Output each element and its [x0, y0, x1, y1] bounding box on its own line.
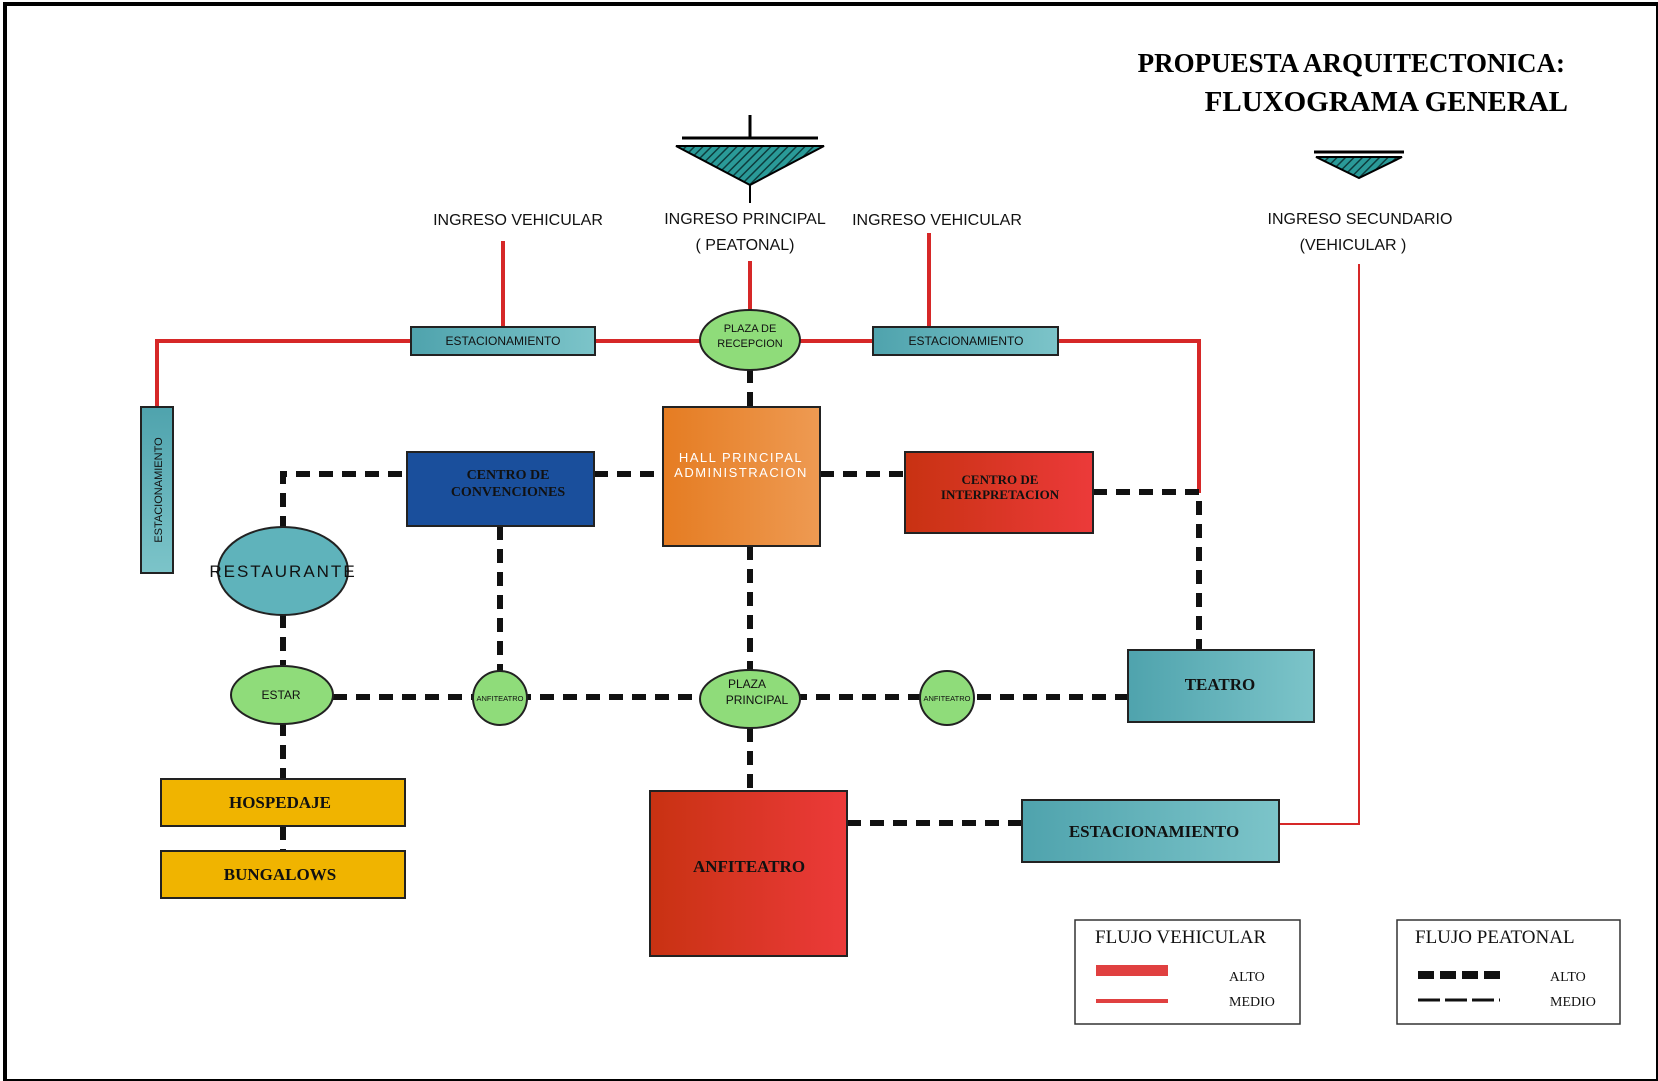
ingreso-secundario-sub-label: (VEHICULAR ): [1300, 237, 1407, 254]
title-line-2: FLUXOGRAMA GENERAL: [1205, 86, 1568, 118]
title-line-1: PROPUESTA ARQUITECTONICA:: [1138, 48, 1565, 78]
anfiteatro-big-label: ANFITEATRO: [693, 857, 805, 876]
plaza-principal-label-2: PRINCIPAL: [726, 693, 789, 707]
hospedaje-node[interactable]: HOSPEDAJE: [160, 778, 406, 827]
hall-label-2: ADMINISTRACION: [674, 465, 808, 480]
anfiteatro-big-node[interactable]: ANFITEATRO: [649, 790, 848, 957]
hospedaje-label: HOSPEDAJE: [229, 793, 331, 812]
legend-peatonal-medio-label: MEDIO: [1550, 995, 1596, 1010]
anfiteatro-small-left-node[interactable]: ANFITEATRO: [472, 670, 528, 726]
main-entrance-symbol: [675, 115, 825, 203]
estacionamiento-top-left-node[interactable]: ESTACIONAMIENTO: [410, 326, 596, 356]
estacionamiento-bottom-node[interactable]: ESTACIONAMIENTO: [1021, 799, 1280, 863]
centro-interpretacion-label-2: INTERPRETACION: [941, 487, 1060, 502]
plaza-recepcion-label-1: PLAZA DE: [724, 323, 777, 335]
vehicular-flow-secondary: [1279, 264, 1360, 825]
secondary-entrance-symbol: [1314, 150, 1404, 180]
ingreso-principal-label: INGRESO PRINCIPAL: [664, 211, 826, 228]
ingreso-vehicular-left-label: INGRESO VEHICULAR: [433, 212, 603, 229]
estacionamiento-left-label: ESTACIONAMIENTO: [153, 437, 165, 543]
hall-label-1: HALL PRINCIPAL: [679, 450, 803, 465]
legend-vehicular-medio-label: MEDIO: [1229, 995, 1275, 1010]
legend-peatonal-alto-label: ALTO: [1550, 970, 1586, 985]
centro-interpretacion-node[interactable]: CENTRO DE INTERPRETACION: [904, 451, 1094, 534]
estar-node[interactable]: ESTAR: [230, 665, 334, 725]
plaza-recepcion-node[interactable]: PLAZA DE RECEPCION: [699, 309, 801, 371]
anfiteatro-small-right-node[interactable]: ANFITEATRO: [919, 670, 975, 726]
ingreso-secundario-label: INGRESO SECUNDARIO: [1268, 211, 1453, 228]
page-frame: [3, 2, 1658, 1081]
legend-vehicular-alto-swatch: [1096, 965, 1168, 976]
estar-label: ESTAR: [261, 688, 300, 702]
plaza-principal-label-1: PLAZA: [728, 677, 766, 691]
estacionamiento-top-right-label: ESTACIONAMIENTO: [909, 334, 1024, 348]
vehicular-flow-right-loop: [1058, 339, 1201, 493]
centro-convenciones-label-1: CENTRO DE: [467, 468, 550, 483]
bungalows-node[interactable]: BUNGALOWS: [160, 850, 406, 899]
estacionamiento-top-left-label: ESTACIONAMIENTO: [446, 334, 561, 348]
anfiteatro-small-left-label: ANFITEATRO: [477, 694, 524, 703]
teatro-node[interactable]: TEATRO: [1127, 649, 1315, 723]
legend-vehicular-alto-label: ALTO: [1229, 970, 1265, 985]
ingreso-vehicular-right-label: INGRESO VEHICULAR: [852, 212, 1022, 229]
estacionamiento-bottom-label: ESTACIONAMIENTO: [1069, 822, 1239, 841]
estacionamiento-top-right-node[interactable]: ESTACIONAMIENTO: [872, 326, 1059, 356]
bungalows-label: BUNGALOWS: [224, 865, 336, 884]
legend-vehicular-title: FLUJO VEHICULAR: [1095, 927, 1267, 948]
legend-peatonal-title: FLUJO PEATONAL: [1415, 927, 1575, 948]
estacionamiento-left-node[interactable]: ESTACIONAMIENTO: [140, 406, 174, 574]
centro-convenciones-node[interactable]: CENTRO DE CONVENCIONES: [406, 451, 595, 527]
restaurante-node[interactable]: RESTAURANTE: [209, 526, 356, 616]
ingreso-principal-sub-label: ( PEATONAL): [696, 237, 795, 254]
restaurante-label: RESTAURANTE: [209, 562, 356, 581]
vehicular-flow-lines: [155, 233, 1360, 825]
centro-convenciones-label-2: CONVENCIONES: [451, 485, 566, 500]
centro-interpretacion-label-1: CENTRO DE: [962, 472, 1039, 487]
hall-principal-node[interactable]: HALL PRINCIPAL ADMINISTRACION: [662, 406, 821, 547]
plaza-recepcion-label-2: RECEPCION: [717, 338, 782, 350]
legend-peatonal: FLUJO PEATONAL ALTO MEDIO: [1396, 919, 1621, 1025]
legend-vehicular: FLUJO VEHICULAR ALTO MEDIO: [1074, 919, 1301, 1025]
pedestrian-flow-restaurante-convenciones: [280, 471, 407, 530]
teatro-label: TEATRO: [1185, 675, 1256, 694]
plaza-principal-node[interactable]: PLAZA PRINCIPAL: [699, 669, 801, 729]
vehicular-flow-left-loop: [155, 339, 411, 407]
anfiteatro-small-right-label: ANFITEATRO: [924, 694, 971, 703]
pedestrian-flow-interpretacion-teatro: [1093, 489, 1202, 650]
